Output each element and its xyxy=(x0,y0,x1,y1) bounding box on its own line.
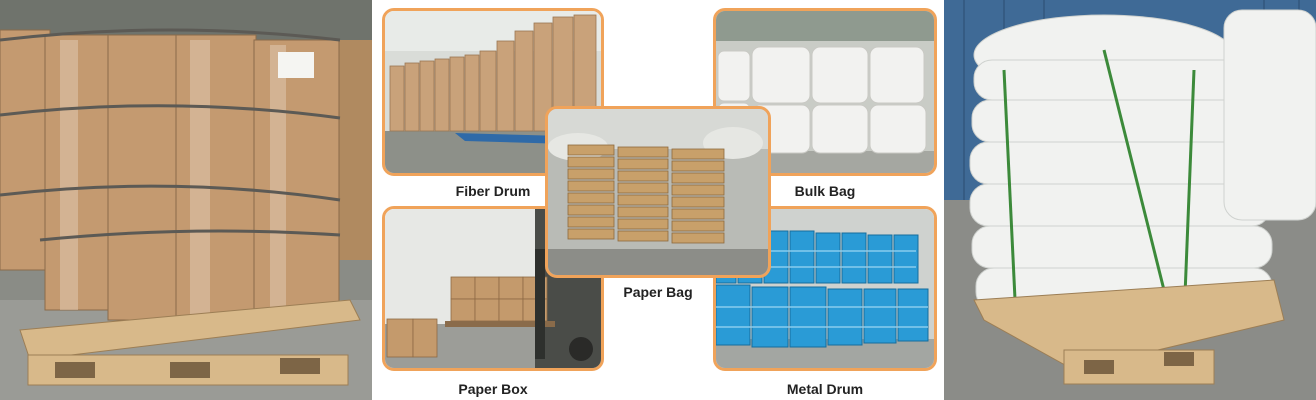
right-photo-bags-pallet xyxy=(944,0,1316,400)
fiber-drum-label: Fiber Drum xyxy=(455,183,531,199)
left-photo-fiber-drums-pallet xyxy=(0,0,372,400)
metal-drum-label: Metal Drum xyxy=(786,381,864,397)
paper-bag-image xyxy=(548,109,768,275)
paper-box-label: Paper Box xyxy=(458,381,528,397)
paper-bag-label: Paper Bag xyxy=(623,284,693,300)
bags-pallet-image xyxy=(944,0,1316,400)
paper-bag-tile xyxy=(545,106,771,278)
packaging-collage: Fiber Drum Bulk Bag xyxy=(372,0,944,400)
bulk-bag-label: Bulk Bag xyxy=(794,183,856,199)
fiber-drums-pallet-image xyxy=(0,0,372,400)
fiber-drum-tile xyxy=(382,8,604,176)
fiber-drum-image xyxy=(385,11,601,173)
